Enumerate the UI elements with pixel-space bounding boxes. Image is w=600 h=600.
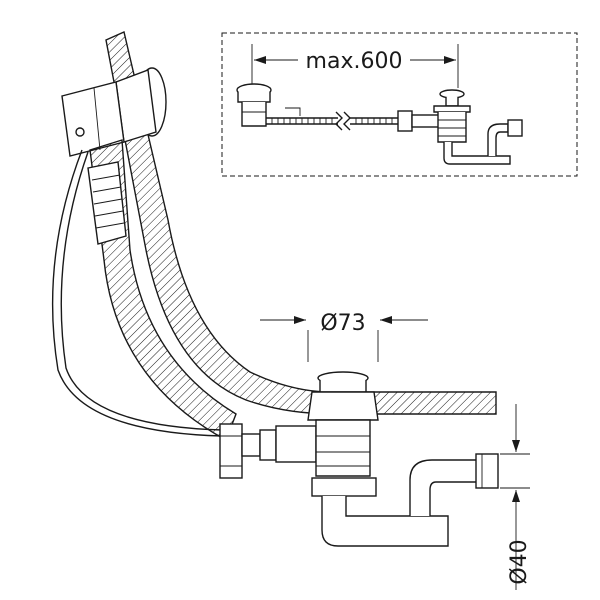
inset-detail: max.600 xyxy=(221,32,578,177)
inset-overflow-head xyxy=(236,83,272,127)
bowden-cable xyxy=(51,149,223,437)
inset-frame xyxy=(221,32,578,177)
overflow-diameter-dimension: Ø73 xyxy=(260,311,428,362)
drain-diameter-label: Ø40 xyxy=(507,539,532,584)
drain-assembly xyxy=(307,371,499,547)
overflow-diameter-label: Ø73 xyxy=(320,311,365,336)
overflow-head xyxy=(61,67,167,157)
connector-assembly xyxy=(219,423,317,479)
max-length-dimension: max.600 xyxy=(251,44,459,88)
max-length-label: max.600 xyxy=(306,49,403,74)
drain-diameter-dimension: Ø40 xyxy=(500,404,532,590)
inset-hose xyxy=(266,107,443,132)
inset-drain-assembly xyxy=(433,89,523,165)
bathtub-wall xyxy=(105,31,497,415)
